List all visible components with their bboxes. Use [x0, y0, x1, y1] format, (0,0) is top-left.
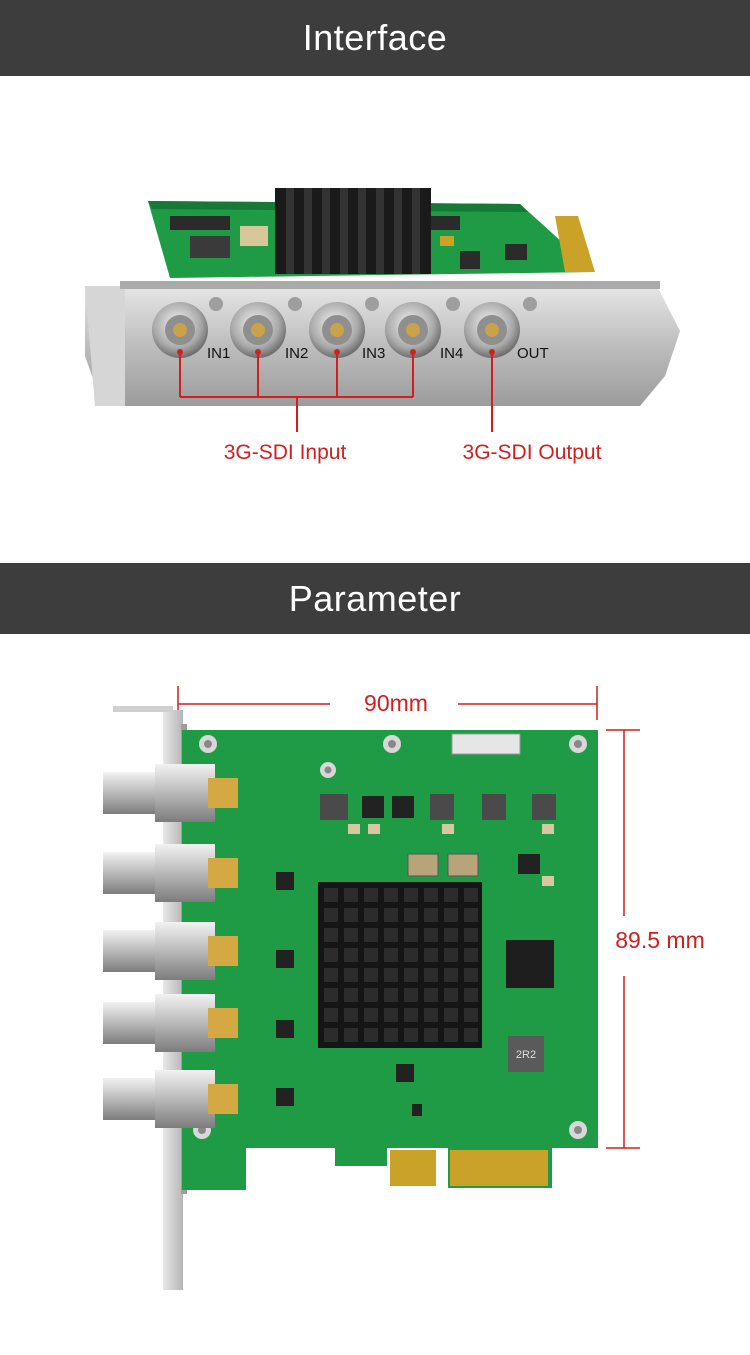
- heatsink-fin: [464, 888, 478, 902]
- heatsink-fin: [464, 1008, 478, 1022]
- bnc-connector-in4: [385, 302, 441, 358]
- heatsink-fin: [404, 1028, 418, 1042]
- heatsink-fin: [364, 968, 378, 982]
- heatsink-fin: [464, 908, 478, 922]
- heatsink-fin: [384, 888, 398, 902]
- heatsink-fin: [404, 1008, 418, 1022]
- heatsink-fin: [384, 1008, 398, 1022]
- heatsink-fin: [344, 1028, 358, 1042]
- bnc-connector-side-5: [103, 1070, 238, 1128]
- bnc-connector-in3: [309, 302, 365, 358]
- height-dimension-label: 89.5 mm: [615, 927, 704, 953]
- heatsink-fin: [324, 1008, 338, 1022]
- heatsink-fin: [364, 908, 378, 922]
- heatsink-fin: [424, 1008, 438, 1022]
- port-label-out: OUT: [517, 345, 549, 362]
- heatsink-fin: [364, 1008, 378, 1022]
- heatsink-fin: [324, 1028, 338, 1042]
- heatsink-fin: [444, 888, 458, 902]
- heatsink-fin: [404, 888, 418, 902]
- output-callout-line: [489, 349, 495, 432]
- pcb-board-top-view: [148, 188, 595, 278]
- heatsink-fin: [404, 948, 418, 962]
- heatsink-fin: [444, 1008, 458, 1022]
- heatsink-fin: [324, 908, 338, 922]
- heatsink-fin: [324, 888, 338, 902]
- heatsink-fin: [384, 1028, 398, 1042]
- heatsink-fin: [444, 948, 458, 962]
- heatsink-fin: [384, 948, 398, 962]
- heatsink-icon: [275, 188, 431, 274]
- heatsink-fin: [424, 908, 438, 922]
- bnc-connector-side-1: [103, 764, 238, 822]
- heatsink-fin: [464, 928, 478, 942]
- heatsink-fin: [444, 988, 458, 1002]
- heatsink-fin: [384, 908, 398, 922]
- heatsink-fin: [404, 988, 418, 1002]
- bnc-connector-in2: [230, 302, 286, 358]
- heatsink-fin: [344, 968, 358, 982]
- width-dimension-label: 90mm: [364, 690, 428, 716]
- heatsink-fin: [344, 988, 358, 1002]
- height-dimension: [606, 729, 640, 1149]
- port-label-in3: IN3: [362, 345, 385, 362]
- sdi-output-callout: 3G-SDI Output: [463, 441, 602, 464]
- input-callout-lines: [179, 352, 414, 432]
- heatsink-fin: [424, 968, 438, 982]
- parameter-section-header: Parameter: [0, 563, 750, 634]
- heatsink-fin: [464, 948, 478, 962]
- heatsink-fin: [344, 1008, 358, 1022]
- heatsink-fin: [424, 928, 438, 942]
- heatsink-fin: [464, 968, 478, 982]
- sdi-input-callout: 3G-SDI Input: [224, 441, 347, 464]
- heatsink-fin: [324, 928, 338, 942]
- heatsink-fin: [444, 968, 458, 982]
- heatsink-fin: [324, 948, 338, 962]
- heatsink-icon: [318, 882, 482, 1048]
- heatsink-fin: [324, 968, 338, 982]
- heatsink-fin: [364, 948, 378, 962]
- inductor-label: 2R2: [516, 1049, 536, 1061]
- port-label-in1: IN1: [207, 345, 230, 362]
- parameter-illustration: 90mm 89.5 mm: [0, 634, 750, 1350]
- heatsink-fin: [464, 1028, 478, 1042]
- heatsink-fin: [444, 908, 458, 922]
- heatsink-fin: [364, 888, 378, 902]
- heatsink-fin: [444, 928, 458, 942]
- heatsink-fin: [444, 1028, 458, 1042]
- parameter-title: Parameter: [288, 577, 462, 619]
- heatsink-fin: [464, 988, 478, 1002]
- port-label-in4: IN4: [440, 345, 463, 362]
- interface-title: Interface: [302, 17, 448, 58]
- interface-illustration: IN1 IN2 IN3 IN4 OUT 3G-SDI Input 3G-SDI …: [0, 76, 750, 563]
- bnc-connector-side-4: [103, 994, 238, 1052]
- heatsink-fins: [324, 888, 478, 1042]
- heatsink-fin: [404, 968, 418, 982]
- heatsink-fin: [384, 968, 398, 982]
- heatsink-fin: [364, 1028, 378, 1042]
- bnc-connector-out: [464, 302, 520, 358]
- heatsink-fin: [424, 988, 438, 1002]
- bnc-connector-side-3: [103, 922, 238, 980]
- heatsink-fin: [424, 1028, 438, 1042]
- heatsink-fin: [344, 888, 358, 902]
- heatsink-fin: [344, 928, 358, 942]
- heatsink-fin: [364, 928, 378, 942]
- heatsink-fin: [364, 988, 378, 1002]
- heatsink-fin: [404, 928, 418, 942]
- interface-section-header: Interface: [0, 0, 750, 76]
- heatsink-fin: [344, 908, 358, 922]
- bnc-connector-in1: [152, 302, 208, 358]
- port-label-in2: IN2: [285, 345, 308, 362]
- heatsink-fin: [424, 948, 438, 962]
- heatsink-fin: [384, 988, 398, 1002]
- heatsink-fin: [404, 908, 418, 922]
- heatsink-fin: [324, 988, 338, 1002]
- heatsink-fin: [344, 948, 358, 962]
- mounting-bracket: [85, 281, 680, 406]
- bnc-connector-side-2: [103, 844, 238, 902]
- heatsink-fin: [424, 888, 438, 902]
- heatsink-fin: [384, 928, 398, 942]
